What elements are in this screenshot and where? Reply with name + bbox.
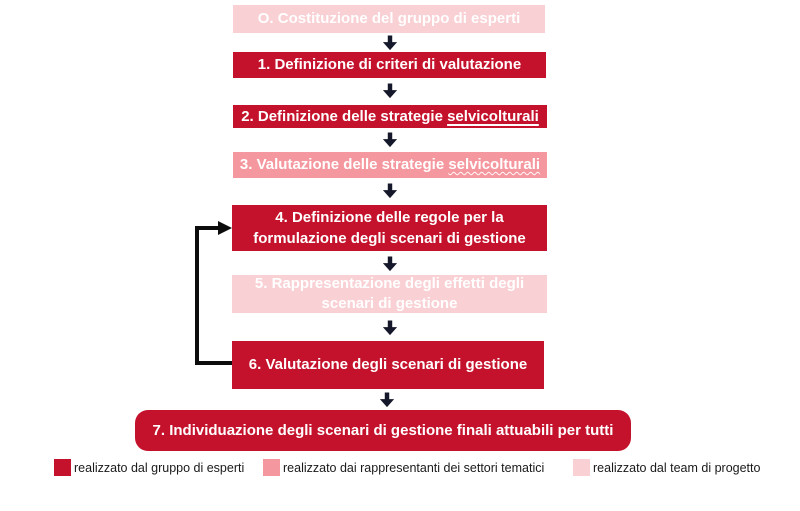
step-3-label-main: 3. Valutazione delle strategie	[239, 156, 449, 173]
legend-swatch-light-pink	[573, 459, 590, 476]
down-arrow-icon	[382, 256, 398, 272]
step-3-label-underlined: selvicolturali	[448, 156, 541, 173]
down-arrow-icon	[379, 392, 395, 408]
legend-item-gruppo-esperti: realizzato dal gruppo di esperti	[54, 459, 244, 476]
step-3-label: 3. Valutazione delle strategie selvicolt…	[240, 155, 540, 175]
step-3-box: 3. Valutazione delle strategie selvicolt…	[233, 152, 547, 178]
down-arrow-icon	[382, 83, 398, 99]
step-7-label: 7. Individuazione degli scenari di gesti…	[152, 421, 614, 439]
step-0-box: O. Costituzione del gruppo di esperti	[233, 5, 545, 33]
legend-label: realizzato dal team di progetto	[593, 460, 761, 475]
step-2-label-main: 2. Definizione delle strategie	[241, 107, 448, 125]
step-1-label: 1. Definizione di criteri di valutazione	[257, 56, 522, 73]
step-4-label: 4. Definizione delle regole per la formu…	[253, 209, 526, 247]
legend-label: realizzato dal gruppo di esperti	[74, 460, 245, 475]
legend-label: realizzato dai rappresentanti dei settor…	[283, 460, 545, 475]
legend-item-team-progetto: realizzato dal team di progetto	[573, 459, 760, 476]
down-arrow-icon	[382, 320, 398, 336]
step-1-box: 1. Definizione di criteri di valutazione	[233, 52, 546, 78]
step-6-label: 6. Valutazione degli scenari di gestione	[248, 356, 528, 373]
step-6-box: 6. Valutazione degli scenari di gestione	[232, 341, 544, 389]
step-7-box: 7. Individuazione degli scenari di gesti…	[135, 410, 631, 451]
step-0-label: O. Costituzione del gruppo di esperti	[257, 10, 521, 27]
legend-swatch-salmon	[263, 459, 280, 476]
step-2-label-underlined: selvicolturali	[447, 107, 539, 125]
down-arrow-icon	[382, 35, 398, 51]
legend: realizzato dal gruppo di esperti realizz…	[0, 459, 800, 483]
down-arrow-icon	[382, 183, 398, 199]
down-arrow-icon	[382, 132, 398, 148]
feedback-loop-connector	[195, 221, 232, 365]
step-2-box: 2. Definizione delle strategie selvicolt…	[233, 105, 547, 128]
legend-item-settori-tematici: realizzato dai rappresentanti dei settor…	[263, 459, 544, 476]
step-2-label: 2. Definizione delle strategie selvicolt…	[241, 107, 539, 127]
step-5-label: 5. Rappresentazione degli effetti degli …	[254, 275, 525, 312]
legend-swatch-dark-red	[54, 459, 71, 476]
step-5-box: 5. Rappresentazione degli effetti degli …	[232, 275, 547, 313]
step-4-box: 4. Definizione delle regole per la formu…	[232, 205, 547, 251]
